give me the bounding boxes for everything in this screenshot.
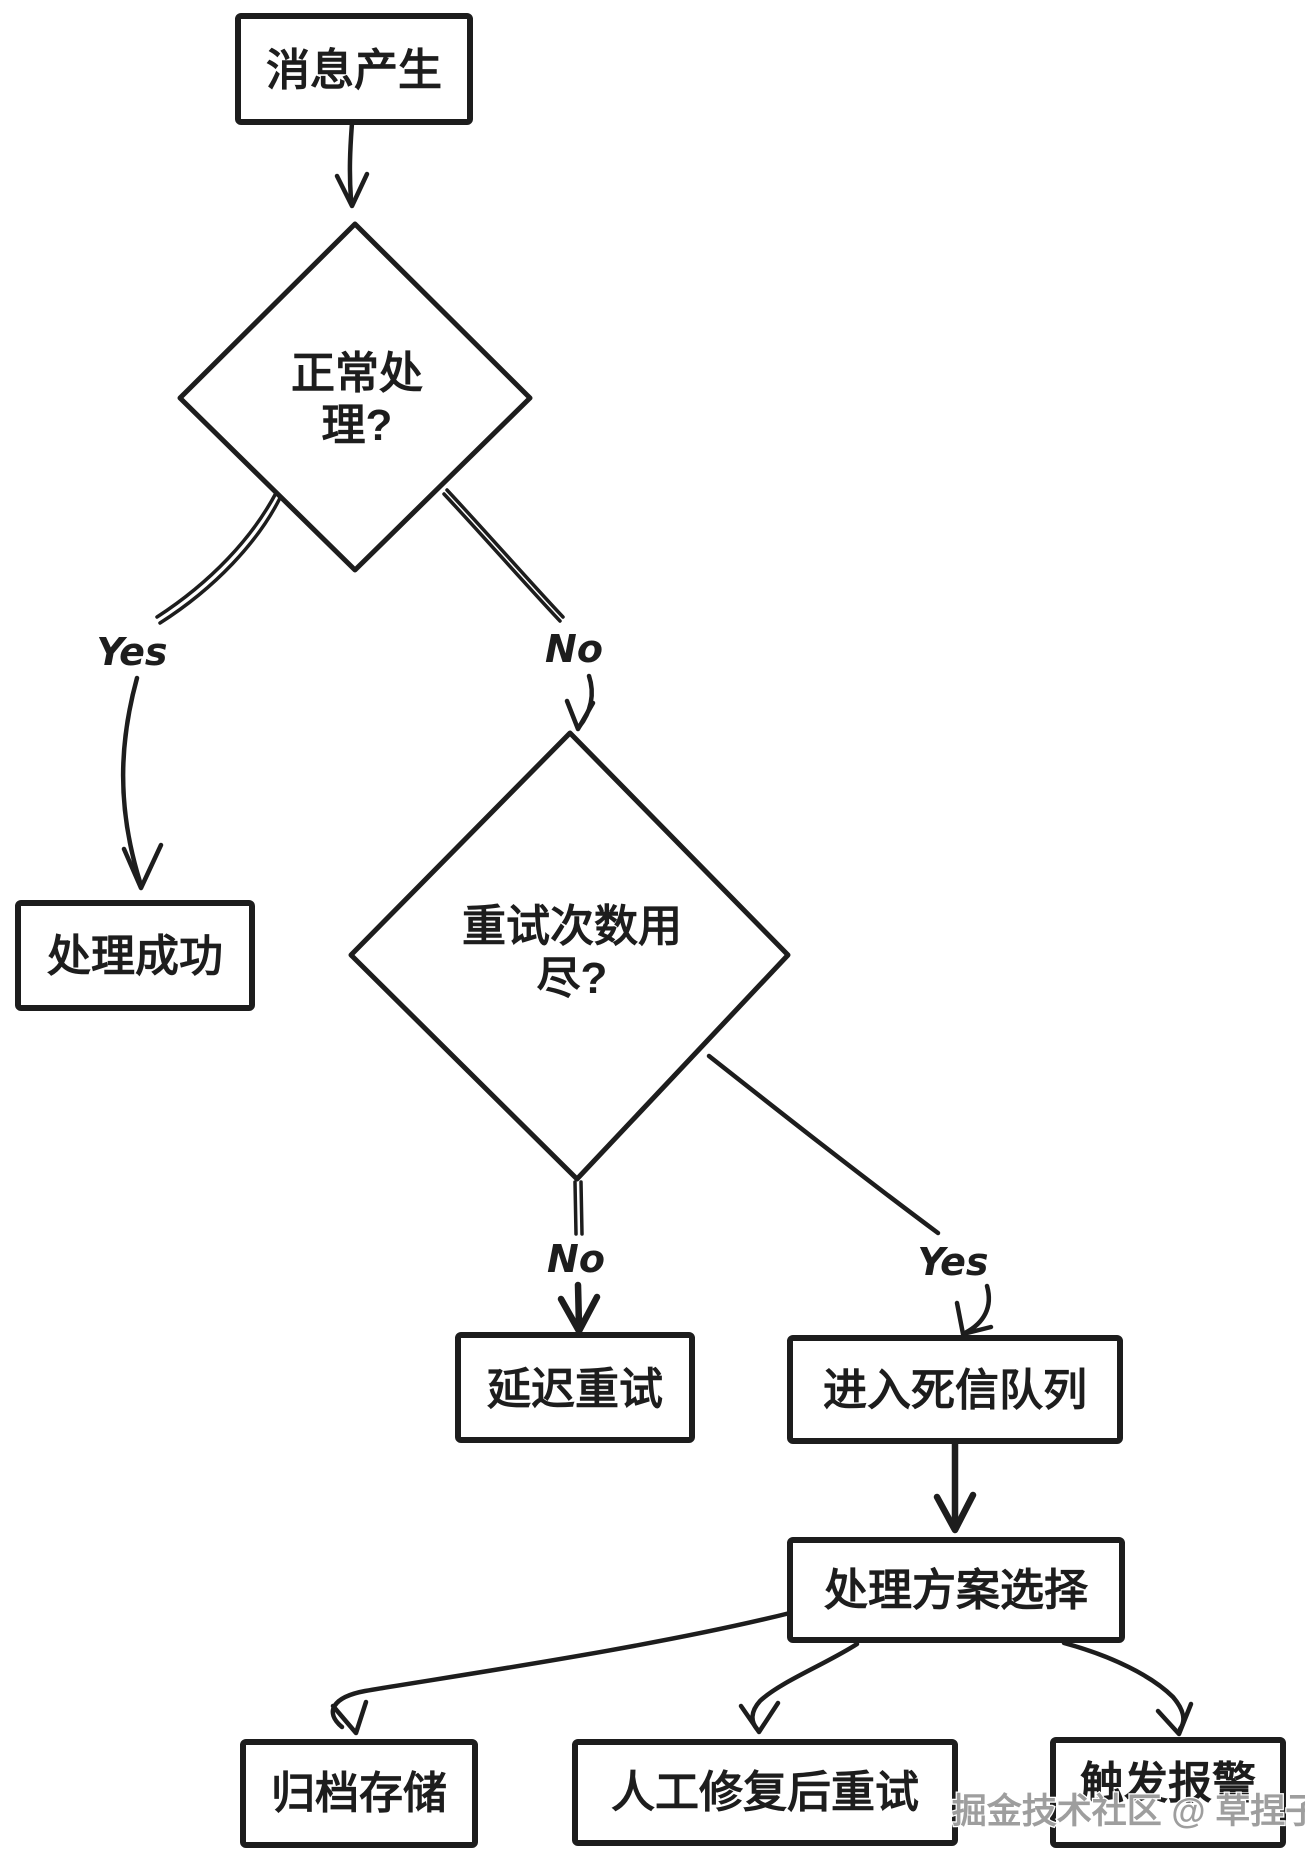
edges-layer (120, 120, 1194, 1737)
edge-exhausted-yes (706, 1053, 941, 1236)
node-retry-exhausted-label-line2: 尽? (537, 954, 608, 1003)
node-dead-letter-queue (787, 1335, 1123, 1444)
edge-normal-yes-2 (155, 491, 278, 619)
edge-normal-no-2 (445, 488, 565, 619)
edge-normal-no-1 (442, 492, 562, 623)
watermark-text: 掘金技术社区 @ 草捏子 (952, 1791, 1305, 1831)
edge-exhausted-no-stub-1 (573, 1180, 578, 1236)
edge-no-to-delay (574, 1281, 583, 1330)
edge-label-normal-no: No (545, 627, 603, 671)
edge-normal-yes-1 (158, 496, 282, 625)
node-plan-selection-label: 处理方案选择 (824, 1566, 1089, 1615)
edge-label-exhausted-no: No (547, 1237, 605, 1281)
edge-yes-to-deadletter (962, 1283, 992, 1336)
node-start-label: 消息产生 (266, 46, 442, 95)
node-manual-fix-retry (572, 1739, 958, 1846)
node-trigger-alarm (1050, 1737, 1286, 1848)
edge-exhausted-no-stub-2 (579, 1180, 584, 1236)
arrowhead-deadletter-to-plan (933, 1491, 977, 1534)
node-dead-letter-queue-label: 进入死信队列 (823, 1366, 1087, 1415)
arrowhead-no-to-delay (557, 1293, 601, 1335)
node-manual-fix-retry-label: 人工修复后重试 (611, 1768, 919, 1817)
arrowhead-start-to-normal (334, 171, 370, 209)
edge-label-exhausted-yes: Yes (917, 1240, 988, 1284)
node-normal-process-decision (177, 221, 533, 573)
node-start (235, 13, 473, 125)
arrowhead-no-to-retry (564, 698, 596, 732)
node-retry-exhausted-label-line1: 重试次数用 (462, 902, 682, 951)
arrowhead-plan-to-alarm (1155, 1701, 1194, 1737)
edge-plan-to-archive (330, 1610, 793, 1730)
edge-yes-to-success (120, 675, 143, 885)
arrowhead-plan-to-archive (330, 1699, 369, 1736)
node-success (15, 900, 255, 1011)
edge-label-normal-yes: Yes (96, 630, 167, 674)
edge-labels-layer: Yes No No Yes (96, 627, 988, 1284)
arrowhead-plan-to-manual (738, 1700, 781, 1735)
node-success-label: 处理成功 (47, 932, 223, 981)
node-normal-process-label-line2: 理? (322, 401, 393, 450)
node-normal-process-label-line1: 正常处 (291, 349, 423, 398)
node-archive-label: 归档存储 (271, 1769, 447, 1818)
arrowhead-yes-to-deadletter (954, 1300, 994, 1337)
node-delay-retry-label: 延迟重试 (487, 1365, 663, 1414)
node-retry-exhausted-decision (348, 730, 791, 1182)
node-trigger-alarm-label: 触发报警 (1080, 1759, 1256, 1808)
node-delay-retry (455, 1332, 695, 1443)
edge-start-to-normal (347, 120, 355, 203)
arrowhead-yes-to-success (121, 842, 164, 891)
node-archive (240, 1739, 478, 1848)
node-plan-selection (787, 1537, 1125, 1643)
nodes-layer: 消息产生 正常处 理? 处理成功 重试次数用 尽? 延迟重试 进入死信队列 处理… (15, 13, 1286, 1848)
